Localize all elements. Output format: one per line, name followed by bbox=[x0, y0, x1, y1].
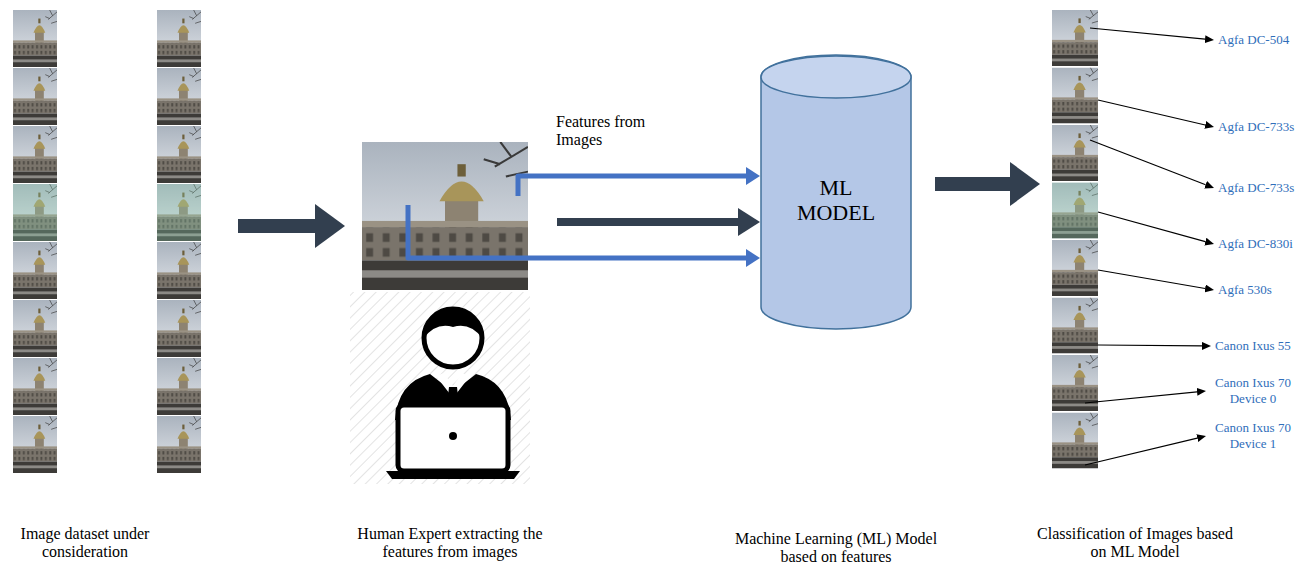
model-label: ML MODEL bbox=[786, 175, 886, 226]
photo-thumbnail bbox=[157, 184, 201, 241]
expert-icon bbox=[350, 292, 530, 484]
caption: Machine Learning (ML) Model based on fea… bbox=[725, 530, 947, 567]
photo-thumbnail bbox=[13, 300, 57, 357]
photo-thumbnail bbox=[13, 358, 57, 415]
leader-line bbox=[1090, 140, 1206, 185]
ml-model-cylinder: ML MODELMachine Learning (ML) Model base… bbox=[760, 55, 912, 570]
photo-thumbnail bbox=[13, 68, 57, 125]
class-label: Agfa DC-504 bbox=[1218, 32, 1289, 48]
image-column bbox=[1052, 10, 1098, 469]
photo-thumbnail bbox=[1052, 298, 1098, 354]
class-label: Canon Ixus 70 Device 0 bbox=[1210, 375, 1296, 406]
tint bbox=[1052, 183, 1098, 239]
leader-line bbox=[1098, 212, 1205, 242]
photo-thumbnail bbox=[13, 184, 57, 241]
photo-thumbnail bbox=[1052, 10, 1098, 66]
sample-photo bbox=[362, 142, 528, 290]
feature-arrow bbox=[518, 176, 746, 196]
photo-thumbnail bbox=[13, 126, 57, 183]
photo-thumbnail bbox=[157, 300, 201, 357]
caption: Classification of Images based on ML Mod… bbox=[1032, 525, 1238, 562]
edge-label: Features from Images bbox=[556, 113, 676, 150]
flow-arrow bbox=[935, 177, 1010, 191]
leader-line bbox=[1098, 100, 1205, 125]
photo-thumbnail bbox=[1052, 413, 1098, 469]
class-label: Agfa DC-830i bbox=[1218, 236, 1293, 252]
tint bbox=[157, 184, 201, 241]
leader-lines bbox=[1085, 28, 1206, 465]
class-label: Agfa DC-733s bbox=[1218, 180, 1294, 196]
tint bbox=[13, 184, 57, 241]
class-label: Agfa DC-733s bbox=[1218, 119, 1294, 135]
photo-thumbnail bbox=[157, 68, 201, 125]
image-column bbox=[157, 10, 201, 473]
image-dataset: Image dataset under consideration bbox=[5, 5, 235, 570]
caption: Image dataset under consideration bbox=[5, 525, 165, 562]
photo-thumbnail bbox=[157, 10, 201, 67]
photo-thumbnail bbox=[13, 10, 57, 67]
feature-arrow bbox=[408, 205, 746, 258]
photo-thumbnail bbox=[13, 416, 57, 473]
photo-thumbnail bbox=[1052, 240, 1098, 296]
photo-thumbnail bbox=[157, 242, 201, 299]
leader-line bbox=[1090, 28, 1205, 39]
leader-line bbox=[1098, 270, 1205, 288]
photo-thumbnail bbox=[1052, 125, 1098, 181]
photo-thumbnail bbox=[13, 242, 57, 299]
leader-line bbox=[1085, 438, 1197, 465]
image-column bbox=[13, 10, 57, 473]
class-label: Agfa 530s bbox=[1218, 282, 1272, 298]
photo-thumbnail bbox=[157, 358, 201, 415]
photo-thumbnail bbox=[1052, 183, 1098, 239]
photo-thumbnail bbox=[157, 416, 201, 473]
flow-arrow bbox=[238, 219, 315, 233]
expert-panel: Human Expert extracting the features fro… bbox=[348, 140, 548, 570]
class-label: Canon Ixus 55 bbox=[1215, 338, 1291, 354]
leader-line bbox=[1098, 344, 1202, 346]
flow-arrow bbox=[557, 218, 738, 226]
photo-thumbnail bbox=[1052, 68, 1098, 124]
leader-line bbox=[1085, 392, 1197, 403]
photo-thumbnail bbox=[157, 126, 201, 183]
caption: Human Expert extracting the features fro… bbox=[343, 525, 558, 562]
class-label: Canon Ixus 70 Device 1 bbox=[1210, 420, 1296, 451]
